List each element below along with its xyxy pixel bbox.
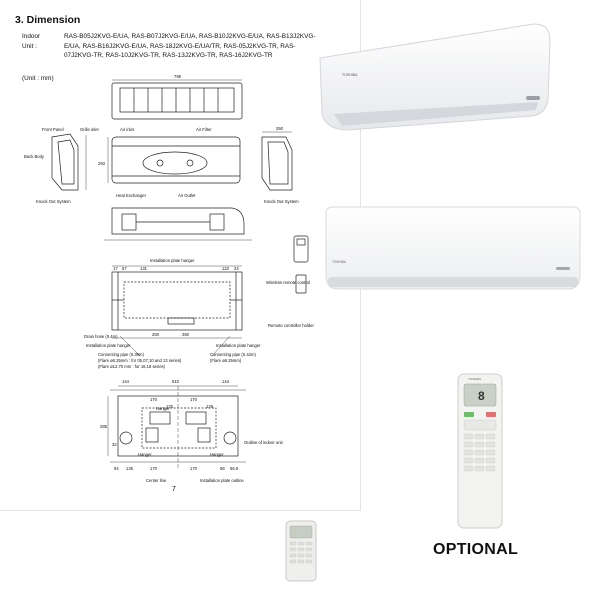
dim-250b: 250 [152, 332, 160, 337]
remote-brand: TOSHIBA [468, 377, 481, 381]
label-flare-1: (Flare ø6.35mm : for 05,07,10 and 13 ser… [98, 358, 182, 363]
label-drain-hose: Drain hose (0.4m) [84, 334, 118, 339]
label-remote-holder: Remote controller holder [268, 323, 314, 328]
label-air-outlet: Air Outlet [178, 193, 196, 198]
front-view-panel [142, 151, 208, 175]
side-view-right [261, 136, 293, 191]
label-flare-2: (Flare ø12.70 mm : for 16,18 series) [98, 364, 166, 369]
label-remote-control: Wireless remote control [266, 280, 310, 285]
top-view-outline [111, 82, 243, 120]
dim-510: 510 [172, 379, 180, 384]
label-air-inlet: Air inlet [120, 127, 135, 132]
dim-56: 56 [220, 466, 225, 471]
dim-144b: 144 [222, 379, 230, 384]
dim-170a: 170 [150, 397, 158, 402]
label-center-line: Center line [146, 478, 167, 483]
dim-798: 798 [174, 74, 182, 79]
top-view-grille [119, 87, 235, 113]
dimension-drawings: 798 250 293 17 57 131 122 24 250 260 144… [24, 74, 314, 483]
dim-94: 94 [114, 466, 119, 471]
label-install-hanger-right: Installation plate hanger [216, 343, 261, 348]
front-view-outline [111, 136, 241, 184]
label-air-filter: Air Filter [196, 127, 212, 132]
label-outline-indoor: Outline of indoor unit [244, 440, 283, 445]
dim-170c: 170 [150, 466, 158, 471]
dimension-sheet: 3. Dimension Indoor Unit : RAS-B05J2KVG-… [0, 0, 361, 511]
label-install-hanger-left: Installation plate hanger [86, 343, 131, 348]
remote-drawing [293, 235, 309, 263]
indoor-unit-label: Indoor Unit : [22, 33, 41, 50]
model-list: RAS-B05J2KVG-E/UA, RAS-B07J2KVG-E/UA, RA… [64, 33, 316, 60]
dim-32: 32 [112, 442, 117, 447]
optional-label: OPTIONAL [433, 541, 519, 558]
brand-logo-2: TOSHIBA [332, 260, 347, 264]
label-hanger-3: Hanger [210, 452, 224, 457]
unit-note: (Unit : mm) [22, 75, 54, 82]
label-knock-out-right: Knock Out System [264, 199, 299, 204]
label-front-panel: Front Panel [42, 127, 64, 132]
dim-135: 135 [126, 466, 134, 471]
dim-129: 129 [206, 404, 214, 409]
dim-170d: 170 [190, 466, 198, 471]
dim-565: 56.5 [230, 466, 239, 471]
label-flare-3: (Flare ø6.35mm) [210, 358, 242, 363]
brand-logo-1: TOSHIBA [342, 73, 358, 77]
label-back-body: Back Body [24, 154, 45, 159]
side-view-left [51, 133, 79, 191]
dim-250: 250 [276, 126, 284, 131]
installation-plate-view [111, 271, 243, 331]
label-connecting-pipe-left: Connecting pipe (0.39m) [98, 352, 144, 357]
label-install-outline: Installation plate outline [200, 478, 244, 483]
indoor-unit-photo-front: TOSHIBA [325, 206, 581, 290]
dim-131: 131 [140, 266, 148, 271]
page-number: 7 [172, 486, 176, 493]
dim-144a: 144 [122, 379, 130, 384]
indoor-unit-photo-angled: TOSHIBA [319, 23, 551, 131]
remote-control-photo-large: 8 TOSHIBA [457, 373, 503, 529]
label-knock-out-left: Knock Out System [36, 199, 71, 204]
dim-24: 24 [234, 266, 239, 271]
label-hanger-1: Hanger [156, 406, 170, 411]
dim-285: 285 [100, 424, 108, 429]
remote-display-digit: 8 [478, 389, 485, 403]
label-grille-inlet: Grille inlet [80, 127, 99, 132]
dim-170b: 170 [190, 397, 198, 402]
remote-holder-drawing [295, 274, 307, 294]
label-hanger-2: Hanger [138, 452, 152, 457]
dim-260: 260 [182, 332, 190, 337]
label-heat-exchanger: Heat Exchanger [116, 193, 147, 198]
remote-control-photo-small [285, 520, 317, 582]
label-install-hanger-top: Installation plate hanger [150, 258, 195, 263]
dim-293: 293 [98, 161, 106, 166]
dim-122: 122 [222, 266, 230, 271]
rear-view-outline [111, 207, 245, 235]
label-connecting-pipe-right: Connecting pipe (0.42m) [210, 352, 256, 357]
dim-17: 17 [113, 266, 118, 271]
sheet-title: 3. Dimension [15, 14, 81, 26]
dim-57: 57 [122, 266, 127, 271]
dim-176: 176 [166, 404, 174, 409]
